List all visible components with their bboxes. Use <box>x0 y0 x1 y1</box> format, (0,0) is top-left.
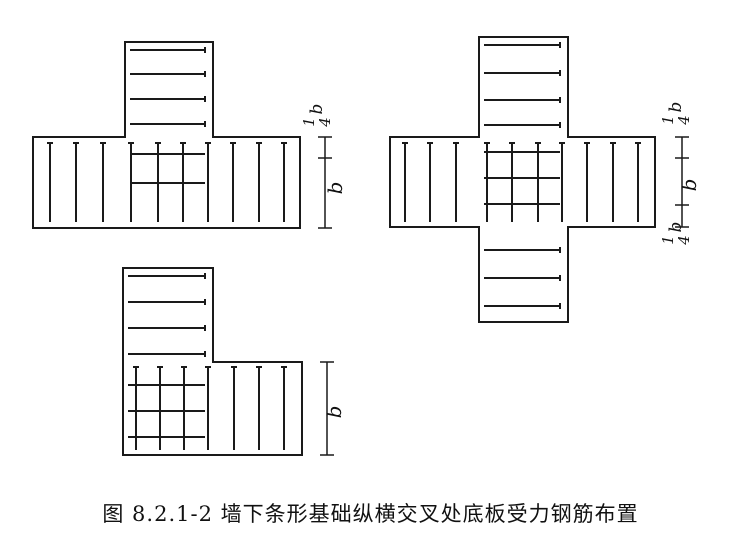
dimension-b-3 <box>320 361 334 456</box>
rebar-layout-drawing: b b b 1 4 b 1 4 b 1 4 b <box>32 36 701 456</box>
stem-rebars <box>130 47 206 184</box>
t-junction-figure <box>32 41 332 229</box>
cross-horizontal-rebars <box>402 142 641 222</box>
dimension-b-2 <box>675 136 689 228</box>
strip-rebars <box>47 142 287 222</box>
quarter-b-variable: b <box>666 222 686 233</box>
quarter-b-denominator: 4 <box>316 117 334 128</box>
quarter-b-label-2: 1 4 b <box>659 102 693 126</box>
figure-caption: 图 8.2.1-2 墙下条形基础纵横交叉处底板受力钢筋布置 <box>102 502 639 526</box>
dim-label-b-1: b <box>323 182 347 195</box>
quarter-b-numerator: 1 <box>300 117 318 127</box>
quarter-b-variable: b <box>307 104 327 115</box>
dimension-b-1 <box>318 136 332 229</box>
cross-vertical-rebars <box>484 42 561 309</box>
l-strip-rebars <box>133 366 287 450</box>
cross-junction-figure <box>389 36 689 323</box>
l-stem-rebars <box>128 273 206 438</box>
quarter-b-label-3: 1 4 b <box>659 222 693 246</box>
dim-label-b-3: b <box>322 406 346 419</box>
quarter-b-denominator: 4 <box>675 115 693 126</box>
quarter-b-numerator: 1 <box>659 235 677 245</box>
dim-label-b-2: b <box>677 179 701 192</box>
l-junction-figure <box>122 267 334 456</box>
quarter-b-numerator: 1 <box>659 115 677 125</box>
quarter-b-variable: b <box>666 102 686 113</box>
quarter-b-denominator: 4 <box>675 235 693 246</box>
quarter-b-label-1: 1 4 b <box>300 104 334 128</box>
